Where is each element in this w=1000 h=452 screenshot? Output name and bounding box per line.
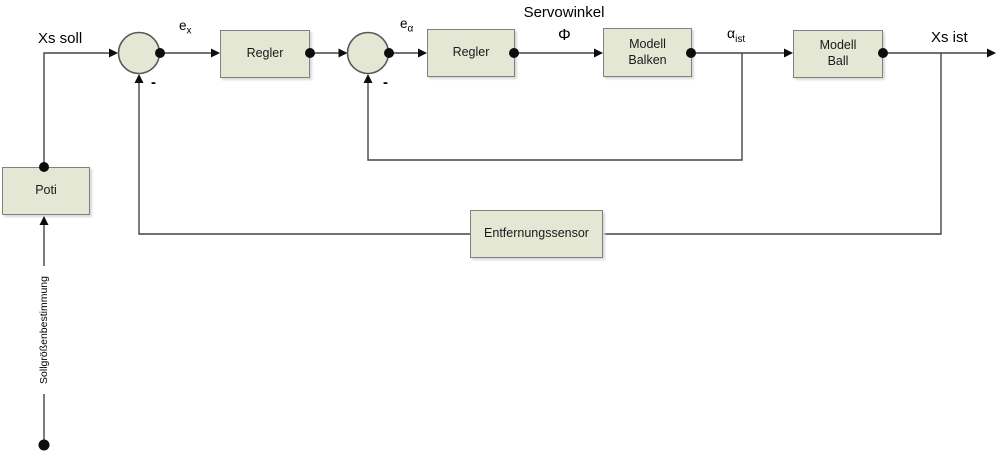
junction-dot-poti-top (39, 162, 49, 172)
block-modell-balken-line2: Balken (628, 52, 667, 67)
arrowhead-into-sum2-bottom (363, 74, 373, 83)
block-entfernungssensor-label: Entfernungssensor (484, 226, 589, 241)
label-sollgroessenbestimmung: Sollgrößenbestimmung (36, 266, 52, 394)
junction-dot-sum2-out (384, 48, 394, 58)
arrowhead-into-poti-bottom (39, 216, 49, 225)
block-modell-ball: Modell Ball (793, 30, 883, 78)
block-poti: Poti (2, 167, 90, 215)
block-regler-winkel-label: Regler (452, 45, 490, 60)
junction-dot-regler1-out (305, 48, 315, 58)
label-minus-sum1: - (151, 74, 156, 91)
label-e-x-base: e (179, 18, 187, 33)
label-alpha-ist: αist (727, 25, 745, 45)
block-modell-balken-line1: Modell (629, 36, 666, 51)
junction-dot-regler2-out (509, 48, 519, 58)
block-regler-winkel: Regler (427, 29, 515, 77)
label-alpha-ist-sub: ist (735, 33, 746, 45)
arrowhead-into-balken (594, 48, 603, 58)
arrowhead-output (987, 48, 996, 58)
junction-dot-ball-out (878, 48, 888, 58)
label-phi: Φ (558, 27, 571, 44)
block-modell-balken: Modell Balken (603, 28, 692, 77)
label-minus-sum2: - (383, 74, 388, 91)
label-e-x: ex (179, 18, 192, 37)
block-modell-ball-line2: Ball (827, 54, 849, 68)
arrowhead-into-sum1-bottom (134, 74, 144, 83)
block-poti-label: Poti (35, 183, 57, 198)
label-alpha-ist-base: α (727, 25, 736, 41)
block-regler-position-label: Regler (246, 46, 284, 61)
junction-dot-balken-out (686, 48, 696, 58)
block-regler-position: Regler (220, 30, 310, 78)
arrowhead-into-regler1 (211, 48, 220, 58)
label-xs-soll: Xs soll (38, 30, 83, 47)
label-e-x-sub: x (186, 25, 192, 37)
label-servowinkel: Servowinkel (523, 4, 605, 21)
label-e-alpha-sub: α (407, 23, 414, 35)
arrowhead-into-regler2 (418, 48, 427, 58)
junction-dot-input-end (38, 439, 50, 451)
label-e-alpha: eα (400, 16, 413, 35)
arrowhead-into-sum2 (338, 48, 348, 58)
wire-setpoint (43, 52, 110, 167)
arrowhead-into-sum1 (109, 48, 118, 58)
block-entfernungssensor: Entfernungssensor (470, 210, 603, 258)
block-modell-ball-line1: Modell (819, 38, 857, 53)
arrowhead-into-ball (784, 48, 793, 58)
label-e-alpha-base: e (400, 16, 408, 31)
junction-dot-sum1-out (155, 48, 165, 58)
label-xs-ist: Xs ist (931, 29, 968, 46)
wire-inner-feedback (367, 53, 743, 161)
